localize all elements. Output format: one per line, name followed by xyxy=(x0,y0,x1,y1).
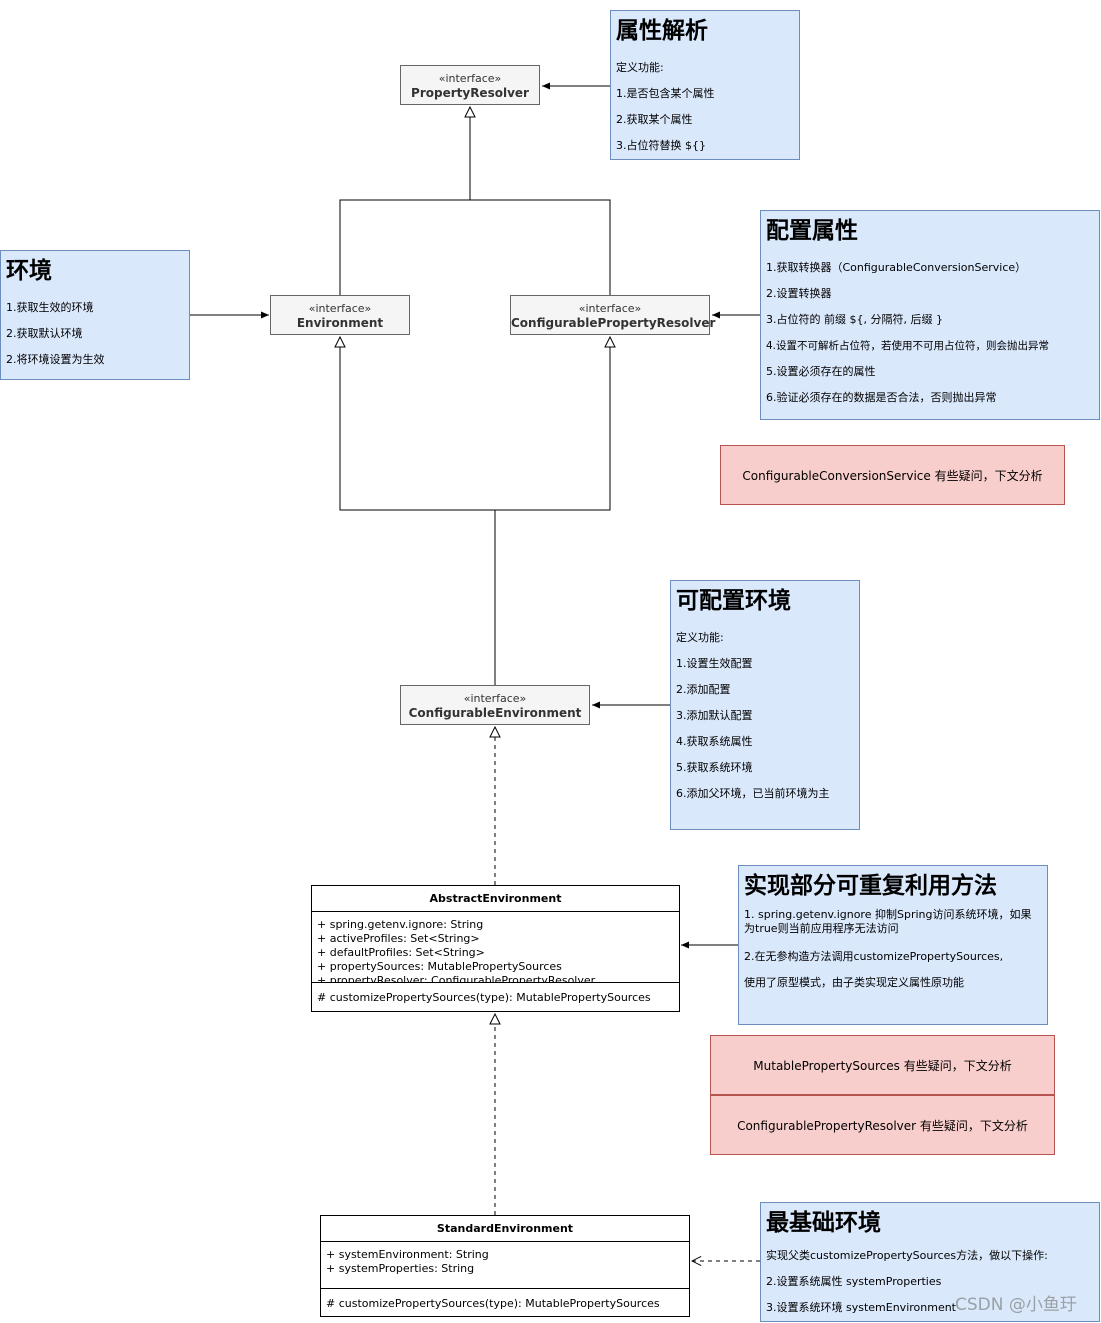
property-resolver-interface[interactable]: «interface» PropertyResolver xyxy=(400,65,540,105)
note-title: 配置属性 xyxy=(766,218,858,244)
note-line: 5.设置必须存在的属性 xyxy=(766,365,876,378)
note-line: 1.设置生效配置 xyxy=(676,657,753,670)
note-title: 实现部分可重复利用方法 xyxy=(744,873,997,899)
class-attributes: + systemEnvironment: String + systemProp… xyxy=(321,1242,689,1288)
note-title: 环境 xyxy=(6,258,52,284)
class-operations: # customizePropertySources(type): Mutabl… xyxy=(321,1288,689,1319)
class-attribute: + propertyResolver: ConfigurableProperty… xyxy=(317,974,596,982)
note-title: 可配置环境 xyxy=(676,588,791,614)
note-line: 2.设置系统属性 systemProperties xyxy=(766,1275,942,1288)
note-property-parsing[interactable]: 属性解析 定义功能: 1.是否包含某个属性 2.获取某个属性 3.占位符替换 $… xyxy=(610,10,800,160)
note-line: 2.获取默认环境 xyxy=(6,327,83,340)
class-attributes: + spring.getenv.ignore: String + activeP… xyxy=(312,912,679,982)
watermark: CSDN @小鱼玗 xyxy=(955,1295,1077,1315)
abstract-environment-class[interactable]: AbstractEnvironment + spring.getenv.igno… xyxy=(311,885,680,1012)
note-line: 2.在无参构造方法调用customizePropertySources, xyxy=(744,950,1004,963)
note-configurable-environment[interactable]: 可配置环境 定义功能: 1.设置生效配置 2.添加配置 3.添加默认配置 4.获… xyxy=(670,580,860,830)
note-line: 实现父类customizePropertySources方法，做以下操作: xyxy=(766,1249,1048,1262)
note-reusable-methods[interactable]: 实现部分可重复利用方法 1. spring.getenv.ignore 抑制Sp… xyxy=(738,865,1048,1025)
note-line: 使用了原型模式，由子类实现定义属性原功能 xyxy=(744,976,964,989)
note-line: 3.添加默认配置 xyxy=(676,709,753,722)
stereotype-label: «interface» xyxy=(578,302,642,315)
note-line: 4.获取系统属性 xyxy=(676,735,753,748)
class-attribute: + systemProperties: String xyxy=(326,1262,475,1275)
note-line: 1. spring.getenv.ignore 抑制Spring访问系统环境，如… xyxy=(744,908,1032,935)
class-operation: # customizePropertySources(type): Mutabl… xyxy=(317,991,651,1004)
note-line: 2.将环境设置为生效 xyxy=(6,353,105,366)
edge-environment-to-property-resolver xyxy=(339,107,470,295)
note-line: 2.设置转换器 xyxy=(766,287,832,300)
standard-environment-class[interactable]: StandardEnvironment + systemEnvironment:… xyxy=(320,1215,690,1317)
note-line: 4.设置不可解析占位符，若使用不可用占位符，则会抛出异常 xyxy=(766,340,1050,352)
class-operation: # customizePropertySources(type): Mutabl… xyxy=(326,1297,660,1310)
note-line: 定义功能: xyxy=(676,631,724,644)
stereotype-label: «interface» xyxy=(463,692,527,705)
note-line: 2.添加配置 xyxy=(676,683,731,696)
note-line: 3.设置系统环境 systemEnvironment xyxy=(766,1301,956,1314)
note-line: 3.占位符的 前缀 ${, 分隔符, 后缀 } xyxy=(766,313,943,326)
note-basic-environment[interactable]: 最基础环境 实现父类customizePropertySources方法，做以下… xyxy=(760,1202,1100,1322)
note-line: 5.获取系统环境 xyxy=(676,761,753,774)
note-config-properties[interactable]: 配置属性 1.获取转换器（ConfigurableConversionServi… xyxy=(760,210,1100,420)
interface-name: Environment xyxy=(296,316,384,330)
note-environment[interactable]: 环境 1.获取生效的环境 2.获取默认环境 2.将环境设置为生效 xyxy=(0,250,190,380)
class-attribute: + propertySources: MutablePropertySource… xyxy=(317,960,562,973)
class-attribute: + systemEnvironment: String xyxy=(326,1248,489,1261)
note-line: 1.获取转换器（ConfigurableConversionService） xyxy=(766,261,1027,274)
note-line: 1.获取生效的环境 xyxy=(6,301,94,314)
class-attribute: + activeProfiles: Set<String> xyxy=(317,932,480,945)
class-operations: # customizePropertySources(type): Mutabl… xyxy=(312,982,679,1013)
class-title: StandardEnvironment xyxy=(321,1216,689,1242)
warning-mutable-property-sources[interactable]: MutablePropertySources 有些疑问，下文分析 xyxy=(710,1035,1055,1095)
stereotype-label: «interface» xyxy=(438,72,502,85)
note-line: 2.获取某个属性 xyxy=(616,113,693,126)
interface-name: ConfigurablePropertyResolver xyxy=(511,316,716,330)
interface-name: PropertyResolver xyxy=(411,86,529,100)
note-line: 1.是否包含某个属性 xyxy=(616,87,715,100)
note-line: 定义功能: xyxy=(616,61,664,74)
note-title: 属性解析 xyxy=(616,18,708,44)
configurable-environment-interface[interactable]: «interface» ConfigurableEnvironment xyxy=(400,685,590,725)
note-line: 3.占位符替换 ${} xyxy=(616,139,706,152)
interface-name: ConfigurableEnvironment xyxy=(408,706,582,720)
warning-conversion-service[interactable]: ConfigurableConversionService 有些疑问，下文分析 xyxy=(720,445,1065,505)
edge-config-env-to-environment xyxy=(340,337,496,685)
environment-interface[interactable]: «interface» Environment xyxy=(270,295,410,335)
note-line: 6.添加父环境，已当前环境为主 xyxy=(676,787,830,800)
class-title: AbstractEnvironment xyxy=(312,886,679,912)
configurable-property-resolver-interface[interactable]: «interface» ConfigurablePropertyResolver xyxy=(510,295,716,335)
edge-config-resolver-to-property-resolver xyxy=(470,199,611,295)
warning-configurable-property-resolver[interactable]: ConfigurablePropertyResolver 有些疑问，下文分析 xyxy=(710,1095,1055,1155)
note-title: 最基础环境 xyxy=(766,1210,881,1236)
note-line: 6.验证必须存在的数据是否合法，否则抛出异常 xyxy=(766,391,997,404)
class-attribute: + defaultProfiles: Set<String> xyxy=(317,946,485,959)
class-attribute: + spring.getenv.ignore: String xyxy=(317,918,484,931)
edge-config-env-to-config-resolver xyxy=(495,337,610,511)
stereotype-label: «interface» xyxy=(308,302,372,315)
